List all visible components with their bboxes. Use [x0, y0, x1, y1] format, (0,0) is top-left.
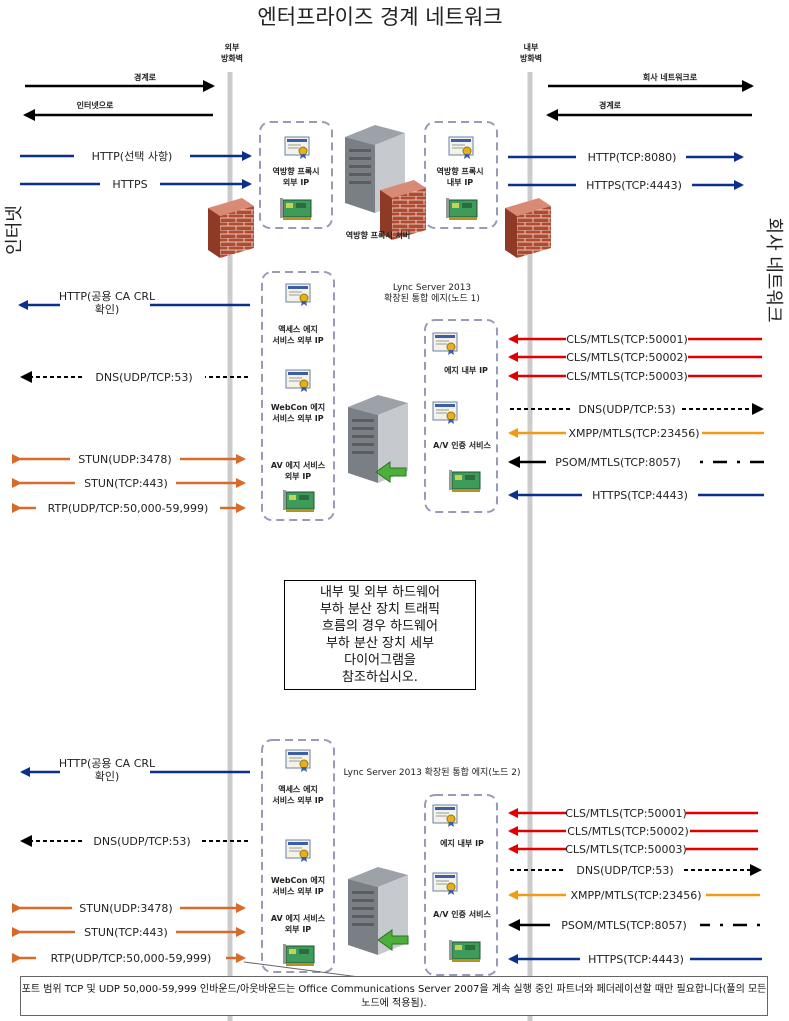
firewall-wall-icon — [505, 198, 551, 258]
node1-external-box — [261, 271, 335, 521]
network-card-icon — [282, 489, 315, 513]
reverse-proxy-right-flows: HTTP(TCP:8080) HTTPS(TCP:4443) — [508, 151, 744, 192]
network-card-icon — [282, 943, 315, 967]
svg-text:DNS(UDP/TCP:53): DNS(UDP/TCP:53) — [578, 403, 675, 416]
svg-text:HTTPS(TCP:4443): HTTPS(TCP:4443) — [586, 179, 682, 192]
node2-internal-box — [424, 794, 498, 976]
node2-external-box — [261, 739, 335, 973]
svg-text:STUN(TCP:443): STUN(TCP:443) — [84, 926, 168, 939]
reverse-proxy-external-box — [259, 121, 333, 229]
flow-to-perimeter-label: 경계로 — [134, 72, 157, 82]
svg-text:CLS/MTLS(TCP:50001): CLS/MTLS(TCP:50001) — [565, 807, 687, 820]
svg-text:CLS/MTLS(TCP:50002): CLS/MTLS(TCP:50002) — [567, 825, 689, 838]
network-card-icon — [448, 939, 481, 963]
svg-text:PSOM/MTLS(TCP:8057): PSOM/MTLS(TCP:8057) — [555, 456, 680, 469]
diagram-title: 엔터프라이즈 경계 네트워크 — [257, 5, 502, 29]
certificate-icon — [284, 136, 310, 160]
certificate-icon — [432, 872, 458, 896]
node1-right-flows: CLS/MTLS(TCP:50001) CLS/MTLS(TCP:50002) … — [508, 333, 764, 502]
network-card-icon — [279, 197, 312, 221]
svg-text:RTP(UDP/TCP:50,000-59,999): RTP(UDP/TCP:50,000-59,999) — [48, 502, 209, 515]
node1-av-auth-label: A/V 인증 서비스 — [433, 440, 491, 450]
internet-side-label: 인터넷 — [4, 205, 25, 255]
svg-text:HTTPS: HTTPS — [112, 178, 147, 191]
svg-text:CLS/MTLS(TCP:50002): CLS/MTLS(TCP:50002) — [566, 351, 688, 364]
flow-to-corp-label: 회사 네트워크로 — [643, 72, 698, 82]
port-range-footnote: 포트 범위 TCP 및 UDP 50,000-59,999 인바운드/아웃바운드… — [20, 976, 768, 1016]
svg-text:DNS(UDP/TCP:53): DNS(UDP/TCP:53) — [95, 371, 192, 384]
svg-text:PSOM/MTLS(TCP:8057): PSOM/MTLS(TCP:8057) — [561, 919, 686, 932]
svg-text:DNS(UDP/TCP:53): DNS(UDP/TCP:53) — [93, 835, 190, 848]
node2-edge-internal-label: 에지 내부 IP — [440, 838, 484, 848]
certificate-icon — [432, 332, 458, 356]
svg-text:HTTP(선택 사항): HTTP(선택 사항) — [92, 150, 173, 163]
svg-text:STUN(TCP:443): STUN(TCP:443) — [84, 477, 168, 490]
flow-corp-to-perimeter-label: 경계로 — [599, 100, 622, 110]
svg-text:HTTPS(TCP:4443): HTTPS(TCP:4443) — [592, 489, 688, 502]
svg-text:XMPP/MTLS(TCP:23456): XMPP/MTLS(TCP:23456) — [569, 427, 700, 440]
svg-text:CLS/MTLS(TCP:50001): CLS/MTLS(TCP:50001) — [566, 333, 688, 346]
firewall-wall-icon — [208, 198, 254, 258]
certificate-icon — [285, 839, 311, 863]
load-balancer-note: 내부 및 외부 하드웨어 부하 분산 장치 트래픽 흐름의 경우 하드웨어 부하… — [284, 580, 476, 690]
node2-av-auth-label: A/V 인증 서비스 — [433, 909, 491, 919]
certificate-icon — [285, 283, 311, 307]
network-card-icon — [445, 197, 478, 221]
svg-text:XMPP/MTLS(TCP:23456): XMPP/MTLS(TCP:23456) — [571, 889, 702, 902]
reverse-proxy-left-flows: HTTP(선택 사항) HTTPS — [20, 150, 252, 191]
svg-text:STUN(UDP:3478): STUN(UDP:3478) — [78, 453, 171, 466]
reverse-proxy-internal-box — [424, 121, 498, 229]
svg-text:RTP(UDP/TCP:50,000-59,999): RTP(UDP/TCP:50,000-59,999) — [51, 952, 212, 965]
node2-right-flows: CLS/MTLS(TCP:50001) CLS/MTLS(TCP:50002) … — [508, 807, 762, 966]
certificate-icon — [448, 136, 474, 160]
certificate-icon — [285, 749, 311, 773]
svg-text:DNS(UDP/TCP:53): DNS(UDP/TCP:53) — [576, 864, 673, 877]
svg-text:CLS/MTLS(TCP:50003): CLS/MTLS(TCP:50003) — [566, 370, 688, 383]
node1-internal-box — [424, 319, 498, 513]
network-card-icon — [448, 469, 481, 493]
svg-text:HTTPS(TCP:4443): HTTPS(TCP:4443) — [588, 953, 684, 966]
load-balancer-note-text: 내부 및 외부 하드웨어 부하 분산 장치 트래픽 흐름의 경우 하드웨어 부하… — [319, 585, 441, 685]
certificate-icon — [432, 804, 458, 828]
flow-to-internet-label: 인터넷으로 — [77, 100, 114, 110]
svg-text:CLS/MTLS(TCP:50003): CLS/MTLS(TCP:50003) — [565, 843, 687, 856]
svg-text:STUN(UDP:3478): STUN(UDP:3478) — [79, 902, 172, 915]
corporate-network-side-label: 회사 네트워크 — [763, 217, 784, 322]
certificate-icon — [432, 401, 458, 425]
node1-edge-internal-label: 에지 내부 IP — [444, 365, 488, 375]
svg-text:HTTP(TCP:8080): HTTP(TCP:8080) — [588, 151, 677, 164]
reverse-proxy-server-label: 역방향 프록시 서버 — [346, 230, 410, 240]
certificate-icon — [285, 369, 311, 393]
node2-title: Lync Server 2013 확장된 통합 에지(노드 2) — [343, 766, 520, 778]
